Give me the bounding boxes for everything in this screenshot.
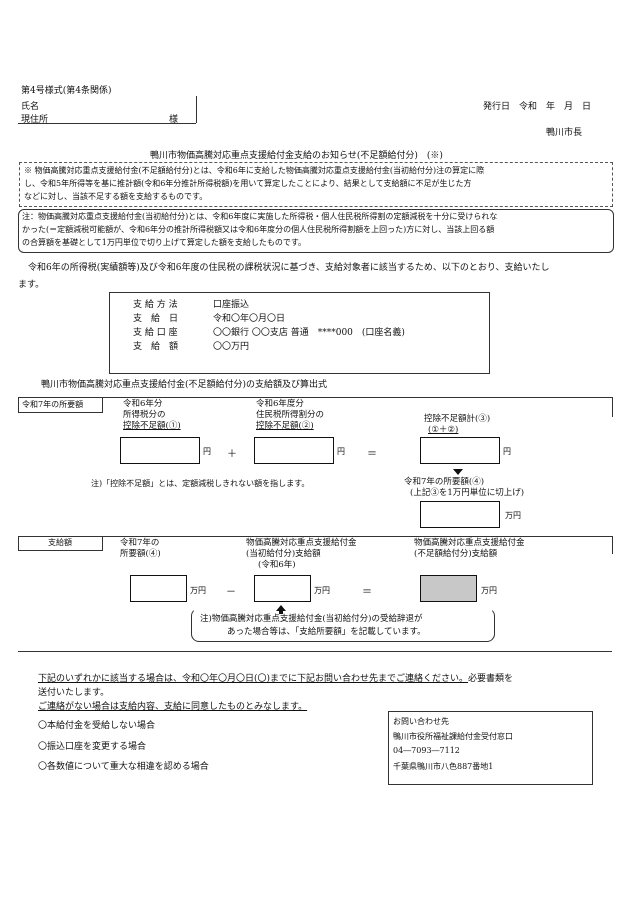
box6-label-line-3: (令和6年) (258, 560, 296, 570)
box5-label-line-1: 令和7年の (120, 538, 160, 548)
asterisk-note-line-2: し、令和5年所得等を基に推計額(令和6年分推計所得税額)を用いて算定したことによ… (24, 179, 472, 188)
contact-address: 千葉県鴨川市八色887番地1 (393, 762, 494, 771)
page-title: 鴨川市物価高騰対応重点支援給付金支給のお知らせ(不足額給付分) (※) (150, 151, 443, 161)
payment-method-value: 口座振込 (213, 300, 250, 310)
box3-label-line-1: 控除不足額計(③) (424, 414, 491, 424)
address-label: 現住所 (21, 115, 49, 125)
box3-label-line-2: (①＋②) (428, 425, 459, 435)
box1-deficit-income-tax[interactable] (120, 437, 200, 464)
decline-note-line-1: 注)物価高騰対応重点支援給付金(当初給付分)の受給辞退が (200, 614, 423, 624)
minus-sign: － (226, 587, 236, 598)
payment-date-value: 令和〇年〇月〇日 (213, 314, 286, 324)
box2-deficit-resident-tax[interactable] (254, 437, 334, 464)
box2-label-line-1: 令和6年度分 (256, 399, 304, 409)
box7-label-line-1: 物価高騰対応重点支援給付金 (414, 538, 525, 548)
payment-date-label: 支 給 日 (133, 314, 179, 324)
equals-sign-2: ＝ (362, 587, 372, 598)
row1-right-edge (612, 397, 613, 417)
payment-amount-label: 支 給 額 (133, 342, 179, 352)
form-number: 第4号様式(第4条関係) (21, 86, 112, 96)
row2-label: 支給額 (48, 538, 72, 547)
row1-label-cell (18, 397, 103, 413)
honorific: 様 (169, 115, 179, 125)
row1-top-line (18, 397, 612, 398)
contact-office: 鴨川市役所福祉課給付金受付窓口 (393, 732, 513, 741)
arrow-down-icon (453, 469, 463, 475)
issue-date: 発行日 令和 年 月 日 (483, 102, 592, 112)
contact-box (388, 711, 593, 785)
box3-deficit-total[interactable] (420, 437, 500, 464)
definition-note-line-2: かった(＝定額減税可能額が、令和6年分の推計所得税額又は令和6年度分の個人住民税… (22, 225, 495, 234)
plus-sign: ＋ (227, 449, 237, 460)
box4-unit: 万円 (505, 511, 521, 520)
calc-heading: 鴨川市物価高騰対応重点支援給付金(不足額給付分)の支給額及び算出式 (41, 380, 328, 390)
definition-note-line-3: の合算額を基礎として1万円単位で切り上げて算定した額を支給したものです。 (22, 238, 307, 247)
box2-label-line-3: 控除不足額(②) (256, 421, 314, 431)
recipient-underline (18, 123, 196, 124)
box5-required-amount[interactable] (130, 575, 187, 602)
box3-unit: 円 (503, 447, 511, 456)
box4-label-line-2: (上記③を1万円単位に切上げ) (410, 488, 525, 498)
contact-title: お問い合わせ先 (393, 717, 449, 726)
box4-label-line-1: 令和7年の所要額(④) (404, 477, 485, 487)
contact-instruction-line-2: 送付いたします。 (38, 688, 110, 698)
box1-label-line-1: 令和6年分 (123, 399, 163, 409)
asterisk-note-box (19, 162, 613, 207)
row1-label: 令和7年の所要額 (22, 400, 84, 409)
equals-sign-1: ＝ (367, 449, 377, 460)
box7-deficit-payment[interactable] (420, 575, 477, 602)
issuer: 鴨川市長 (546, 128, 583, 138)
calc-bottom-line (18, 651, 612, 652)
box4-required-amount[interactable] (420, 501, 500, 528)
deficit-definition-note: 注)「控除不足額」とは、定額減税しきれない額を指します。 (91, 479, 310, 488)
box5-unit: 万円 (190, 586, 206, 595)
arrow-up-stem (279, 611, 283, 614)
payment-account-label: 支 給 口 座 (133, 328, 178, 338)
decline-note-bracket (191, 608, 495, 642)
row2-top-line (18, 536, 612, 537)
intro-line-2: ます。 (18, 280, 45, 290)
definition-note-box (18, 209, 614, 253)
box5-label-line-2: 所要額(④) (120, 549, 161, 559)
asterisk-note-line-1: ※ 物価高騰対応重点支援給付金(不足額給付分)とは、令和6年に支給した物価高騰対… (24, 166, 485, 175)
contact-phone[interactable]: 04―7093―7112 (393, 746, 460, 755)
consent-notice: ご連絡がない場合は支給内容、支給に同意したものとみなします。 (38, 702, 308, 712)
box7-label-line-2: (不足額給付分)支給額 (414, 549, 498, 559)
box6-label-line-2: (当初給付分)支給額 (246, 549, 321, 559)
box1-label-line-3: 控除不足額(①) (123, 421, 181, 431)
box2-label-line-2: 住民税所得割分の (256, 410, 325, 420)
condition-1: 〇本給付金を受給しない場合 (38, 721, 156, 731)
intro-line-1: 令和6年の所得税(実績額等)及び令和6年度の住民税の課税状況に基づき、支給対象者… (28, 263, 550, 273)
box6-label-line-1: 物価高騰対応重点支援給付金 (246, 538, 357, 548)
contact-deadline-text: 下記のいずれかに該当する場合は、令和〇年〇月〇日(〇)までに下記お問い合わせ先ま… (38, 674, 469, 684)
asterisk-note-line-3: などに対し、当該不足する額を支給するものです。 (24, 192, 208, 201)
arrow-up-icon (276, 605, 286, 611)
payment-account-value: 〇〇銀行 〇〇支店 普通 ****000 (口座名義) (213, 328, 405, 338)
contact-instruction-line-1: 下記のいずれかに該当する場合は、令和〇年〇月〇日(〇)までに下記お問い合わせ先ま… (38, 671, 513, 684)
name-label: 氏名 (21, 102, 40, 112)
box6-initial-payment[interactable] (254, 575, 311, 602)
row2-right-edge (612, 536, 613, 554)
payment-info-box (109, 292, 490, 374)
condition-2: 〇振込口座を変更する場合 (38, 742, 147, 752)
decline-note-line-2: あった場合等は、「支給所要額」を記載しています。 (227, 627, 426, 637)
box6-unit: 万円 (314, 586, 330, 595)
recipient-box-edge (196, 96, 197, 123)
payment-method-label: 支 給 方 法 (133, 300, 178, 310)
row2-label-cell (18, 536, 103, 551)
contact-docs-text: 必要書類を (468, 674, 514, 684)
box1-label-line-2: 所得税分の (123, 410, 166, 420)
box1-unit: 円 (203, 447, 211, 456)
condition-3: 〇各数値について重大な相違を認める場合 (38, 762, 209, 772)
box7-unit: 万円 (481, 586, 497, 595)
definition-note-line-1: 注：物価高騰対応重点支援給付金(当初給付分)とは、令和6年度に実施した所得税・個… (22, 212, 498, 221)
payment-amount-value: 〇〇万円 (213, 342, 250, 352)
box2-unit: 円 (337, 447, 345, 456)
